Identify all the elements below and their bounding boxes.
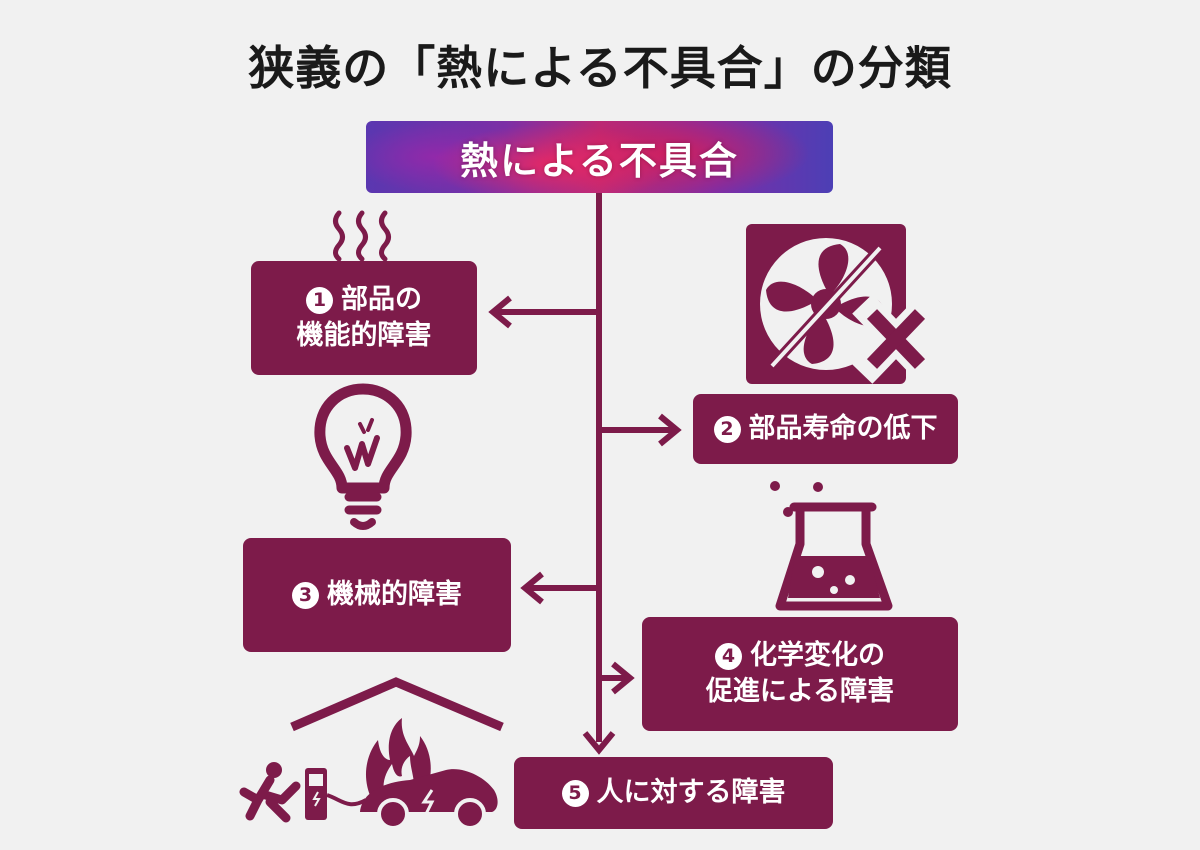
number-badge: 5 [561, 779, 589, 807]
flask-icon [770, 481, 893, 611]
number-badge: 2 [713, 415, 741, 443]
house-fire-ev-icon [239, 677, 504, 830]
number-badge: 1 [306, 286, 333, 314]
category-1-line-1: 1 部品の [306, 282, 422, 318]
category-box-4: 4 化学変化の 促進による障害 [642, 617, 958, 731]
category-2-label-1: 部品寿命の低下 [748, 412, 938, 444]
broken-fan-icon [746, 224, 940, 384]
category-box-1: 1 部品の 機能的障害 [251, 261, 477, 375]
category-4-label-1: 化学変化の [750, 639, 885, 671]
broken-light-bulb-icon [314, 383, 412, 530]
number-badge: 4 [715, 642, 742, 670]
number-badge: 3 [292, 581, 319, 609]
heat-waves-icon [333, 210, 391, 262]
category-1-label-1: 部品の [341, 283, 422, 315]
category-4-line-1: 4 化学変化の [715, 638, 885, 674]
category-5-label-1: 人に対する障害 [596, 776, 786, 808]
category-box-3: 3 機械的障害 [243, 538, 511, 652]
root-category-box: 熱による不具合 [366, 121, 833, 193]
page-title: 狭義の「熱による不具合」の分類 [248, 41, 952, 95]
category-4-label-2: 促進による障害 [705, 676, 895, 707]
connector-lines [488, 193, 682, 755]
category-1-label-2: 機能的障害 [296, 320, 432, 351]
root-category-label: 熱による不具合 [460, 138, 739, 183]
category-3-label-1: 機械的障害 [327, 578, 462, 610]
category-3-line-1: 3 機械的障害 [292, 577, 462, 613]
